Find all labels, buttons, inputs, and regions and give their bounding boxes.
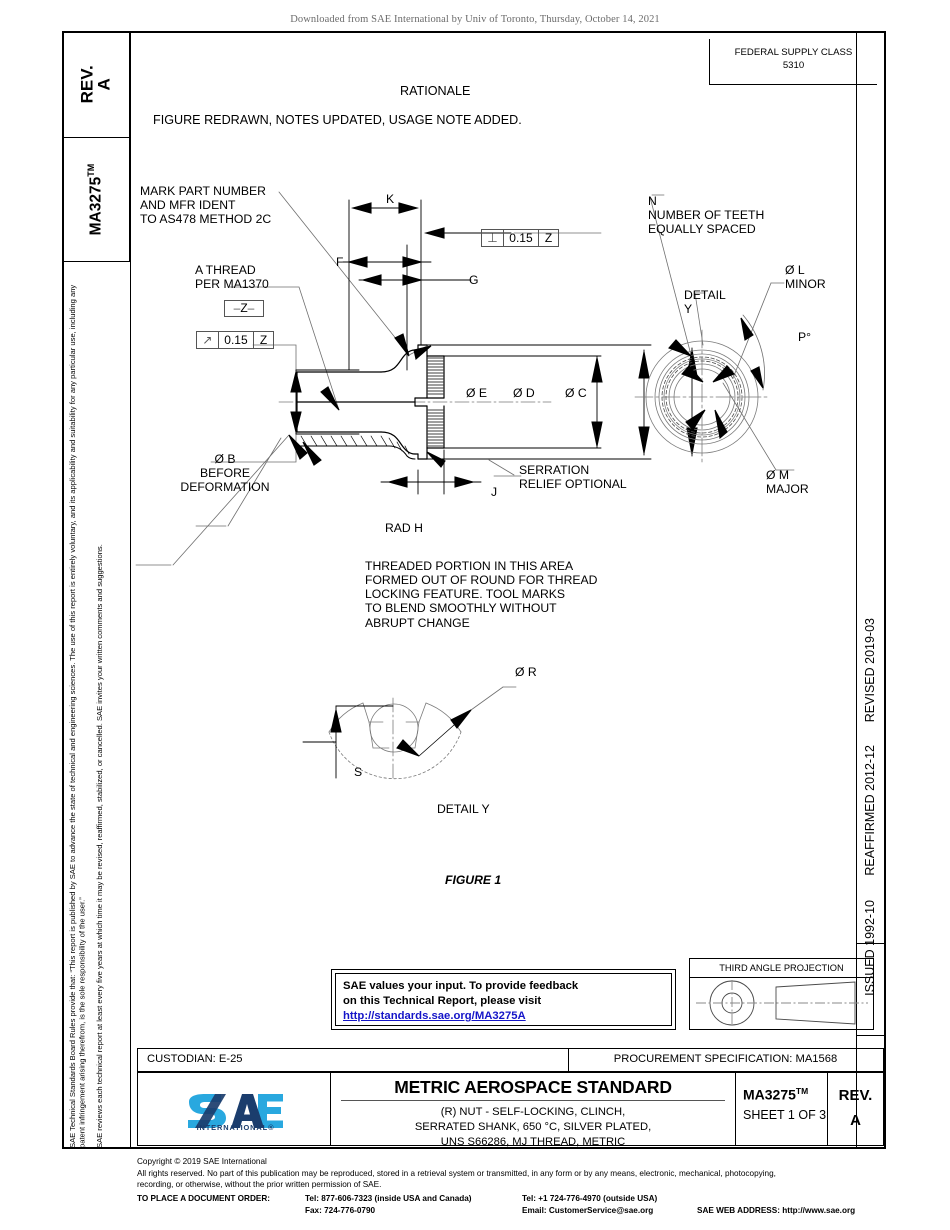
- title-block: INTERNATIONAL® METRIC AEROSPACE STANDARD…: [137, 1072, 884, 1148]
- runout-symbol-icon: ↗: [197, 332, 219, 348]
- feedback-line-1: SAE values your input. To provide feedba…: [343, 980, 579, 992]
- dimension-f: F: [336, 255, 344, 269]
- gtol-frame-runout: ↗ 0.15 Z: [196, 331, 274, 349]
- footer-copyright: Copyright © 2019 SAE International: [137, 1157, 267, 1166]
- gtol-frame-perpendicularity: ⊥ 0.15 Z: [481, 229, 559, 247]
- note-dimension-s: S: [354, 765, 363, 779]
- date-strip-tick-upper: [856, 943, 884, 945]
- dimension-diameter-e: Ø E: [466, 386, 487, 400]
- footer-fax: Fax: 724-776-0790: [305, 1205, 376, 1215]
- legal-notice-strip: SAE Technical Standards Board Rules prov…: [64, 272, 130, 1148]
- rev-tab: REV. A: [62, 31, 130, 138]
- date-revised: REVISED 2019-03: [863, 618, 877, 723]
- detail-y-caption: DETAIL Y: [437, 802, 490, 816]
- federal-supply-class-label: FEDERAL SUPPLY CLASS: [734, 47, 853, 58]
- dimension-g: G: [469, 273, 479, 287]
- note-diameter-r: Ø R: [515, 665, 537, 679]
- legal-paragraph-1: SAE Technical Standards Board Rules prov…: [68, 284, 87, 1148]
- title-rule: [341, 1100, 725, 1102]
- standard-title: METRIC AEROSPACE STANDARD: [394, 1077, 672, 1097]
- footer-web-address: SAE WEB ADDRESS: http://www.sae.org: [697, 1205, 856, 1215]
- legal-paragraph-2: SAE reviews each technical report at lea…: [95, 544, 104, 1148]
- third-angle-projection-label: THIRD ANGLE PROJECTION: [690, 959, 873, 978]
- note-number-of-teeth: N NUMBER OF TEETH EQUALLY SPACED: [648, 194, 765, 237]
- description-line-1: (R) NUT - SELF-LOCKING, CLINCH,: [440, 1106, 626, 1119]
- sheet-number: SHEET 1 OF 3: [743, 1107, 827, 1122]
- footer-email: Email: CustomerService@sae.org: [522, 1205, 654, 1215]
- footer-tel-outside: Tel: +1 724-776-4970 (outside USA): [522, 1193, 658, 1203]
- footer-order-label: TO PLACE A DOCUMENT ORDER:: [137, 1193, 270, 1203]
- note-detail-y-callout: DETAIL Y: [684, 288, 726, 317]
- feedback-box: SAE values your input. To provide feedba…: [331, 969, 676, 1030]
- datum-feature-z-frame: –Z–: [224, 300, 264, 317]
- drawing-frame-right-rule: [884, 31, 885, 1149]
- document-number-tab: MA3275TM: [62, 138, 130, 262]
- rationale-text: FIGURE REDRAWN, NOTES UPDATED, USAGE NOT…: [153, 113, 522, 127]
- title-block-rev-value: A: [850, 1112, 861, 1129]
- title-block-rev-label: REV.: [838, 1087, 873, 1104]
- datum-z-letter: Z: [240, 301, 248, 315]
- perpendicularity-symbol-icon: ⊥: [482, 230, 504, 246]
- third-angle-projection-symbol: [696, 980, 868, 1026]
- rev-tab-label: REV.: [77, 65, 97, 104]
- dimension-diameter-d: Ø D: [513, 386, 535, 400]
- sae-logo-cell: INTERNATIONAL®: [138, 1073, 331, 1145]
- sae-logo-subtitle: INTERNATIONAL®: [196, 1123, 275, 1132]
- download-banner: Downloaded from SAE International by Uni…: [290, 14, 660, 25]
- note-diameter-b: Ø B BEFORE DEFORMATION: [180, 452, 270, 495]
- title-block-rev-cell: REV. A: [828, 1073, 883, 1145]
- trademark-symbol: TM: [86, 164, 97, 178]
- description-line-3: UNS S66286, MJ THREAD, METRIC: [440, 1136, 626, 1149]
- document-number-tab-label: MA3275: [87, 177, 105, 236]
- dimension-k: K: [386, 192, 395, 206]
- note-rad-h: RAD H: [385, 521, 423, 535]
- third-angle-projection-box: THIRD ANGLE PROJECTION: [689, 958, 874, 1030]
- gtol-runout-datum: Z: [259, 333, 268, 347]
- federal-supply-class-box: FEDERAL SUPPLY CLASS 5310: [709, 39, 877, 85]
- gtol-perp-value: 0.15: [504, 230, 540, 246]
- title-block-doc-number: MA3275: [743, 1086, 796, 1103]
- date-strip-tick-lower: [856, 1035, 884, 1037]
- drawing-frame: [62, 31, 886, 1149]
- footer: Copyright © 2019 SAE International All r…: [137, 1156, 897, 1217]
- custodian-row: CUSTODIAN: E-25 PROCUREMENT SPECIFICATIO…: [137, 1048, 884, 1072]
- note-angle-p: P°: [798, 330, 812, 344]
- rationale-heading: RATIONALE: [400, 84, 471, 98]
- description-line-2: SERRATED SHANK, 650 °C, SILVER PLATED,: [414, 1121, 652, 1134]
- title-block-trademark-symbol: TM: [795, 1086, 809, 1096]
- footer-tel-inside: Tel: 877-606-7323 (inside USA and Canada…: [305, 1193, 472, 1203]
- footer-rights-1: All rights reserved. No part of this pub…: [137, 1168, 776, 1178]
- note-serration-relief: SERRATION RELIEF OPTIONAL: [519, 463, 627, 492]
- title-block-doc-cell: MA3275TM SHEET 1 OF 3: [736, 1073, 828, 1145]
- note-threaded-portion: THREADED PORTION IN THIS AREA FORMED OUT…: [365, 559, 598, 630]
- gtol-perp-datum: Z: [544, 231, 553, 245]
- rev-tab-value: A: [95, 78, 114, 91]
- procurement-spec-text: PROCUREMENT SPECIFICATION: MA1568: [613, 1053, 838, 1065]
- left-column-divider: [130, 31, 132, 1149]
- date-strip-divider: [856, 31, 858, 1149]
- custodian-text: CUSTODIAN: E-25: [147, 1053, 243, 1065]
- date-reaffirmed: REAFFIRMED 2012-12: [863, 745, 877, 876]
- feedback-line-2: on this Technical Report, please visit: [343, 995, 542, 1008]
- dimension-diameter-c: Ø C: [565, 386, 587, 400]
- note-mark-part-number: MARK PART NUMBER AND MFR IDENT TO AS478 …: [140, 184, 272, 227]
- gtol-runout-value: 0.15: [219, 332, 255, 348]
- note-a-thread: A THREAD PER MA1370: [195, 263, 269, 292]
- sae-logo: [188, 1094, 283, 1128]
- title-block-title-cell: METRIC AEROSPACE STANDARD (R) NUT - SELF…: [331, 1073, 736, 1148]
- dimension-j: J: [491, 485, 498, 499]
- note-diameter-l: Ø L MINOR: [785, 263, 826, 292]
- federal-supply-class-value: 5310: [782, 59, 805, 71]
- feedback-link[interactable]: http://standards.sae.org/MA3275A: [343, 1010, 526, 1023]
- figure-caption: FIGURE 1: [445, 873, 502, 887]
- footer-rights-2: recording, or otherwise, without the pri…: [137, 1180, 382, 1190]
- note-diameter-m: Ø M MAJOR: [766, 468, 809, 497]
